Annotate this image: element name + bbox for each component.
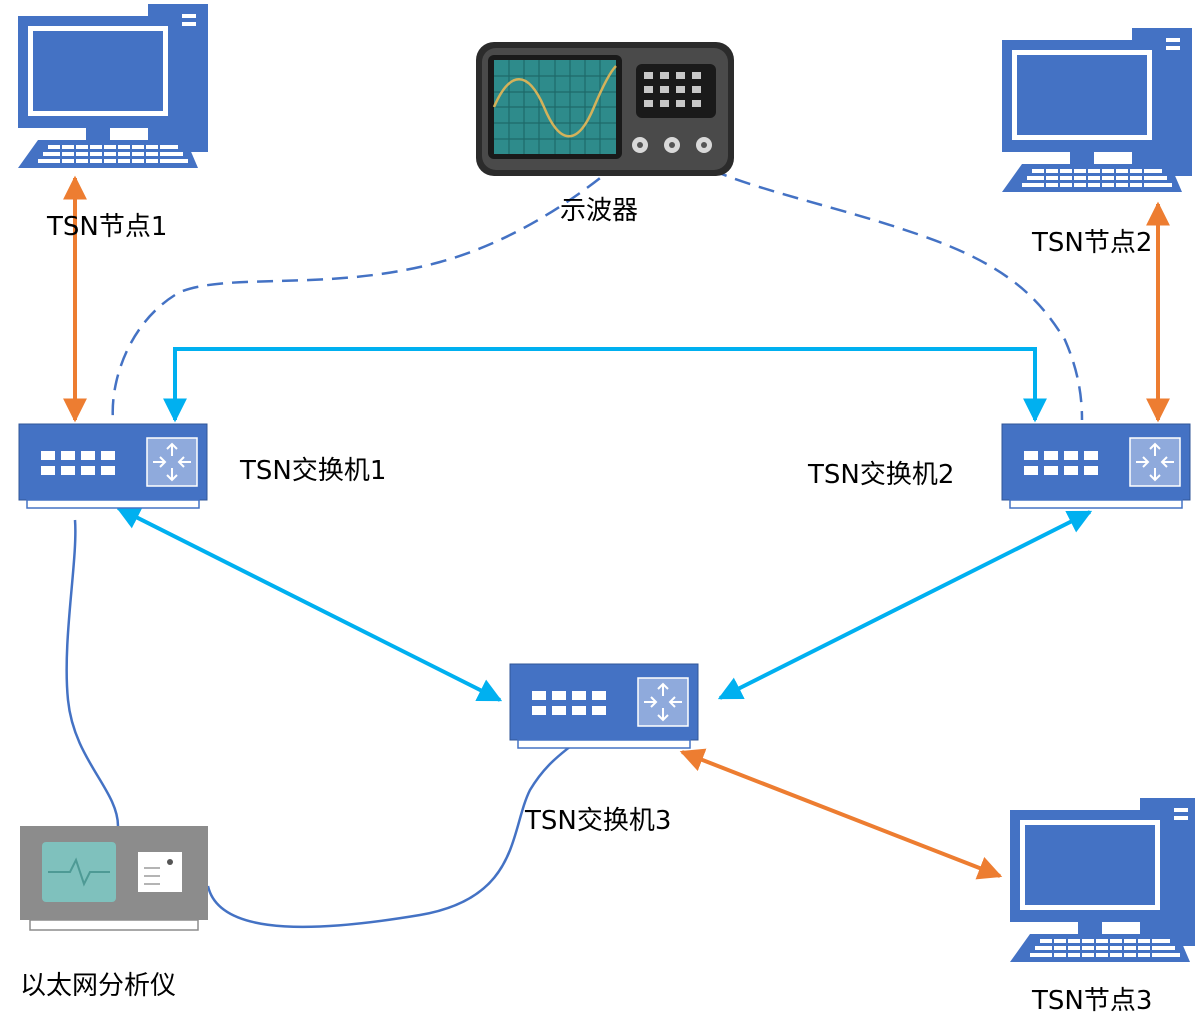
link-switch2-switch3: [717, 510, 1093, 700]
tsn-switch-3-label: TSN交换机3: [525, 806, 672, 836]
oscilloscope-icon: [476, 42, 734, 176]
tsn-node-1-label: TSN节点1: [47, 212, 168, 242]
link-switch1-switch3: [115, 506, 503, 702]
tsn-switch-2-label: TSN交换机2: [808, 460, 955, 490]
tsn-switch-2-icon: [1001, 423, 1191, 509]
tsn-switch-3-icon: [509, 663, 699, 749]
dashed-link-oscilloscope-switch1: [111, 145, 639, 421]
tsn-node-3-label: TSN节点3: [1032, 986, 1153, 1016]
cable-analyzer-switch3: [206, 744, 573, 929]
tsn-node-2-label: TSN节点2: [1032, 228, 1153, 258]
tsn-node-2-pc-icon: [1002, 28, 1192, 192]
tsn-switch-1-label: TSN交换机1: [240, 456, 387, 486]
tsn-switch-1-icon: [18, 423, 208, 509]
tsn-node-1-pc-icon: [18, 4, 208, 168]
cable-analyzer-switch1: [65, 519, 120, 827]
oscilloscope-label: 示波器: [560, 196, 639, 226]
dashed-link-oscilloscope-switch2: [667, 144, 1084, 421]
tsn-node-3-pc-icon: [1010, 798, 1195, 962]
link-switch1-switch2: [163, 347, 1047, 423]
ethernet-analyzer-label: 以太网分析仪: [20, 971, 177, 1001]
link-node3-switch3: [679, 748, 1003, 880]
ethernet-analyzer-icon: [20, 826, 208, 931]
